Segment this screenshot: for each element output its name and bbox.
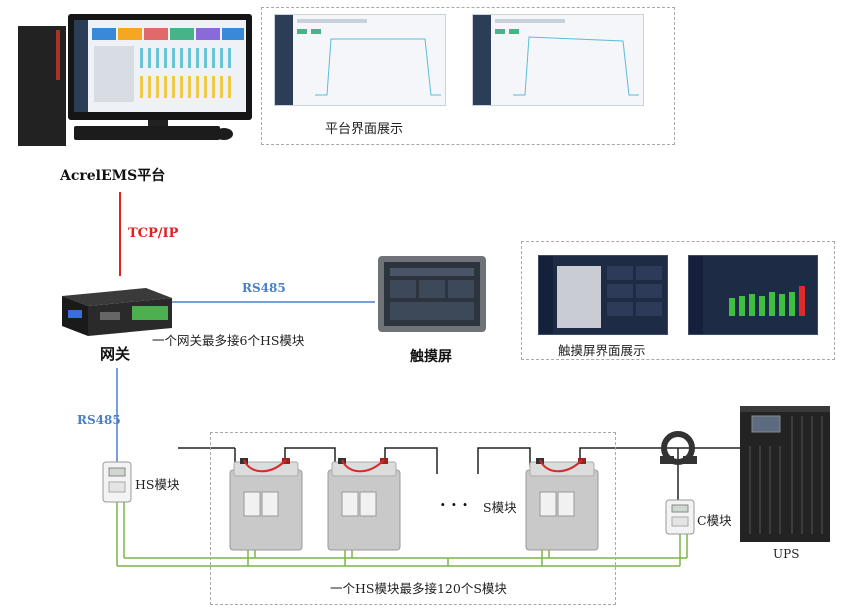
s-modules-box bbox=[210, 432, 616, 605]
platform-screenshot-2 bbox=[472, 14, 644, 106]
gateway-note: 一个网关最多接6个HS模块 bbox=[152, 333, 305, 348]
battery-3 bbox=[525, 458, 599, 551]
battery-2 bbox=[327, 458, 401, 551]
ups-label: UPS bbox=[773, 547, 800, 561]
rs485-label-top: RS485 bbox=[242, 281, 286, 295]
ellipsis-label: · · · bbox=[440, 495, 468, 514]
current-sensor-icon bbox=[660, 431, 697, 465]
s-module-label: S模块 bbox=[483, 500, 517, 515]
battery-1 bbox=[229, 458, 303, 551]
hs-module-note: 一个HS模块最多接120个S模块 bbox=[330, 581, 507, 596]
tcpip-label: TCP/IP bbox=[128, 226, 179, 241]
touchscreen-screenshot-1 bbox=[538, 255, 668, 335]
gateway-label: 网关 bbox=[100, 345, 131, 363]
platform-caption: 平台界面展示 bbox=[325, 122, 404, 137]
touchscreen-screenshot-2 bbox=[688, 255, 818, 335]
ups-cabinet bbox=[740, 406, 830, 542]
touchscreen-screens-box bbox=[521, 241, 835, 360]
hs-module-device bbox=[102, 461, 132, 503]
power-lines bbox=[178, 447, 770, 505]
gateway-device bbox=[62, 288, 172, 336]
touchscreen-label: 触摸屏 bbox=[410, 349, 452, 365]
hs-module-label: HS模块 bbox=[135, 477, 180, 492]
rs485-label-left: RS485 bbox=[77, 413, 121, 427]
c-module-label: C模块 bbox=[697, 513, 732, 528]
desktop-computer bbox=[18, 14, 252, 146]
touchscreen-device bbox=[378, 256, 486, 332]
touchscreen-caption: 触摸屏界面展示 bbox=[558, 343, 646, 358]
platform-screens-box bbox=[261, 7, 675, 145]
platform-screenshot-1 bbox=[274, 14, 446, 106]
c-module-device bbox=[665, 499, 695, 535]
platform-label: AcrelEMS平台 bbox=[60, 168, 166, 184]
